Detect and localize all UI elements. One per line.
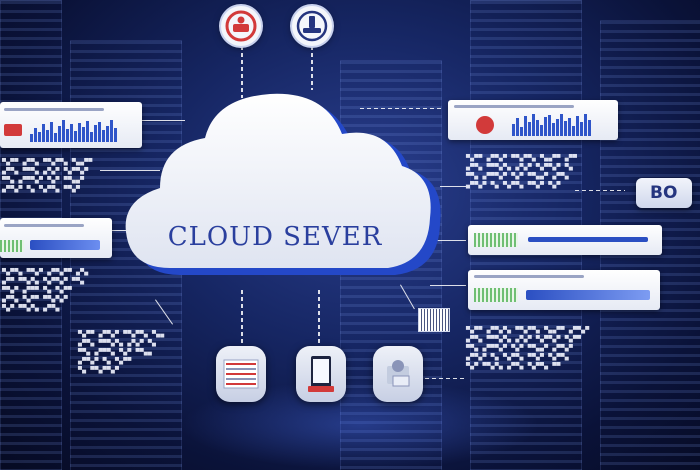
- panel-header-line: [474, 275, 584, 278]
- cloud-title: CLOUD SEVER: [167, 222, 383, 252]
- panel-green-strip: [474, 233, 518, 247]
- user-badge-icon-glyph: [296, 10, 328, 42]
- dashboard-panel-left-top: [0, 102, 142, 148]
- dashboard-panel-right-mid: [468, 225, 662, 255]
- text-block-left-2: ▀▄▀▀▄ ▀▀▄▀ ▄▀▀▄▀▀ ▄▀▄ ▄▀▀ ▀▀▄▀▄ ▀▄▀▀▄▀ ▀…: [2, 268, 89, 312]
- text-block-right-1: ▀▄▀▀ ▄▀▀▄▀ ▀▀▄▀▀▄ ▀▄▄▀▀ ▄▀▀ ▄▀▀▄ ▀▀▀▄▀▄ …: [466, 154, 578, 189]
- document-list-icon[interactable]: [216, 346, 266, 402]
- dashboard-panel-left-mid: [0, 218, 112, 258]
- panel-red-tag: [4, 124, 22, 136]
- connector-line: [318, 290, 320, 345]
- connector-line: [575, 190, 625, 191]
- panel-red-icon: [476, 116, 494, 134]
- dashboard-panel-right-top: [448, 100, 618, 140]
- connector-line: [360, 108, 442, 109]
- mobile-device-icon[interactable]: [296, 346, 346, 402]
- progress-bar: [526, 290, 650, 300]
- user-profile-icon-glyph: [387, 360, 410, 387]
- cloud-body: [125, 93, 431, 268]
- qr-tag-icon: [418, 308, 450, 332]
- panel-header-line: [4, 108, 104, 111]
- dashboard-panel-right-low: [468, 270, 660, 310]
- connector-line: [425, 378, 467, 379]
- user-profile-icon[interactable]: [373, 346, 423, 402]
- connector-line: [241, 290, 243, 345]
- connector-line: [440, 186, 466, 187]
- user-badge-icon[interactable]: [292, 6, 332, 46]
- panel-header-line: [454, 105, 574, 108]
- bo-badge-text: BO: [650, 183, 678, 203]
- panel-green-strip: [474, 288, 518, 302]
- text-block-right-2: ▀▄▀▀ ▄▀▀▄▀▄ ▀▀▄▀▀▄ ▀▄▄▀▀ ▄▀▀▄▀ ▄▀▀▄ ▀▀▀▄…: [466, 326, 590, 370]
- bo-badge[interactable]: BO: [636, 178, 692, 208]
- panel-green-strip: [0, 240, 24, 252]
- document-list-icon-glyph: [223, 359, 259, 389]
- alert-badge-icon[interactable]: [221, 6, 261, 46]
- connector-line: [100, 170, 160, 171]
- text-block-left-3: ▀▄▀▀ ▄▀▀▄▀ ▀▀▄▀▀▄ ▀▄▄ ▄▀▀▄ ▀▀▀▄▀▄ ▄▀▄▀ ▀…: [78, 330, 165, 374]
- progress-bar: [30, 240, 100, 250]
- connector-line: [311, 46, 313, 90]
- bar-sparkline: [30, 120, 117, 142]
- connector-line: [430, 285, 466, 286]
- mobile-device-icon-glyph: [308, 356, 334, 392]
- connector-line: [140, 120, 185, 121]
- connector-line: [430, 240, 466, 241]
- text-block-left-1: ▀▄▀▀ ▄▀▀▄ ▀▀▄▀▀▄ ▀▄▄▀▀ ▄▀▀▄ ▀▀▀▄ ▄▀▄▀ ▀▄…: [2, 158, 93, 193]
- progress-bar: [528, 237, 648, 242]
- panel-header-line: [4, 224, 84, 227]
- connector-line: [241, 46, 243, 98]
- alert-badge-icon-glyph: [225, 10, 257, 42]
- bar-sparkline: [512, 114, 591, 136]
- cloud-shape: [125, 93, 441, 275]
